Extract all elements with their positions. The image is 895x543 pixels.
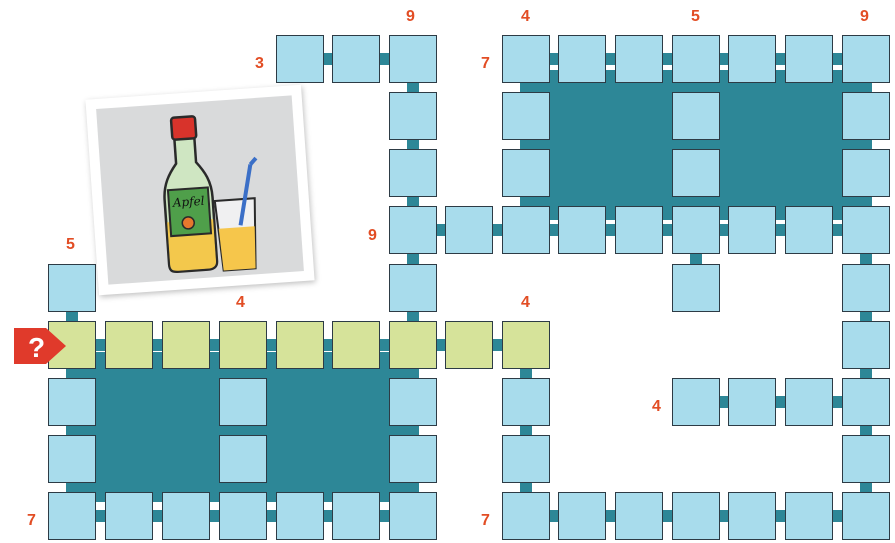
crossword-cell[interactable] [842, 92, 890, 140]
crossword-cell[interactable] [389, 378, 437, 426]
crossword-cell[interactable] [502, 378, 550, 426]
crossword-cell[interactable] [785, 378, 833, 426]
crossword-cell[interactable] [672, 35, 720, 83]
answer-cell-highlighted[interactable] [502, 321, 550, 369]
crossword-cell[interactable] [842, 378, 890, 426]
crossword-cell[interactable] [276, 492, 324, 540]
crossword-cell[interactable] [785, 492, 833, 540]
crossword-cell[interactable] [276, 35, 324, 83]
bottle-label-text: Apfel [171, 194, 205, 210]
picture-clue-image: Apfel [96, 95, 304, 284]
crossword-cell[interactable] [502, 435, 550, 483]
clue-number: 7 [481, 55, 490, 73]
clue-number: 4 [236, 294, 245, 312]
clue-number: 5 [691, 8, 700, 26]
crossword-cell[interactable] [842, 149, 890, 197]
crossword-cell[interactable] [558, 35, 606, 83]
clue-number: 4 [521, 294, 530, 312]
crossword-cell[interactable] [502, 492, 550, 540]
question-marker-label: ? [28, 332, 45, 363]
answer-cell-highlighted[interactable] [332, 321, 380, 369]
crossword-cell[interactable] [48, 378, 96, 426]
clue-number: 9 [368, 227, 377, 245]
clue-number: 7 [481, 512, 490, 530]
crossword-cell[interactable] [615, 35, 663, 83]
crossword-cell[interactable] [162, 492, 210, 540]
crossword-cell[interactable] [728, 35, 776, 83]
crossword-cell[interactable] [389, 435, 437, 483]
crossword-cell[interactable] [219, 378, 267, 426]
crossword-cell[interactable] [389, 206, 437, 254]
crossword-cell[interactable] [785, 206, 833, 254]
crossword-cell[interactable] [389, 92, 437, 140]
crossword-cell[interactable] [842, 35, 890, 83]
apple-juice-bottle-and-glass-icon: Apfel [96, 95, 304, 284]
crossword-cell[interactable] [672, 149, 720, 197]
clue-number: 3 [255, 55, 264, 73]
clue-number: 4 [652, 398, 661, 416]
crossword-cell[interactable] [332, 35, 380, 83]
crossword-cell[interactable] [389, 492, 437, 540]
crossword-cell[interactable] [672, 492, 720, 540]
crossword-cell[interactable] [48, 492, 96, 540]
crossword-cell[interactable] [842, 492, 890, 540]
crossword-cell[interactable] [389, 35, 437, 83]
answer-cell-highlighted[interactable] [445, 321, 493, 369]
clue-number: 4 [521, 8, 530, 26]
crossword-cell[interactable] [615, 206, 663, 254]
picture-clue-card: Apfel [85, 85, 314, 296]
crossword-cell[interactable] [502, 35, 550, 83]
crossword-cell[interactable] [48, 264, 96, 312]
crossword-cell[interactable] [615, 492, 663, 540]
clue-number: 9 [860, 8, 869, 26]
question-marker-icon: ? [14, 326, 66, 366]
crossword-cell[interactable] [558, 492, 606, 540]
crossword-cell[interactable] [558, 206, 606, 254]
crossword-cell[interactable] [445, 206, 493, 254]
crossword-cell[interactable] [389, 264, 437, 312]
answer-cell-highlighted[interactable] [219, 321, 267, 369]
crossword-cell[interactable] [728, 492, 776, 540]
crossword-cell[interactable] [105, 492, 153, 540]
crossword-cell[interactable] [502, 149, 550, 197]
crossword-cell[interactable] [842, 264, 890, 312]
answer-cell-highlighted[interactable] [389, 321, 437, 369]
crossword-cell[interactable] [672, 206, 720, 254]
clue-number: 5 [66, 236, 75, 254]
crossword-cell[interactable] [672, 92, 720, 140]
crossword-cell[interactable] [728, 378, 776, 426]
crossword-cell[interactable] [842, 206, 890, 254]
clue-number: 9 [406, 8, 415, 26]
crossword-cell[interactable] [785, 35, 833, 83]
crossword-cell[interactable] [332, 492, 380, 540]
crossword-cell[interactable] [502, 92, 550, 140]
crossword-cell[interactable] [219, 492, 267, 540]
crossword-cell[interactable] [672, 378, 720, 426]
answer-cell-highlighted[interactable] [162, 321, 210, 369]
crossword-cell[interactable] [219, 435, 267, 483]
answer-cell-highlighted[interactable] [276, 321, 324, 369]
crossword-cell[interactable] [672, 264, 720, 312]
answer-cell-highlighted[interactable] [105, 321, 153, 369]
crossword-cell[interactable] [842, 321, 890, 369]
crossword-cell[interactable] [728, 206, 776, 254]
crossword-cell[interactable] [48, 435, 96, 483]
clue-number: 7 [27, 512, 36, 530]
crossword-cell[interactable] [502, 206, 550, 254]
crossword-cell[interactable] [842, 435, 890, 483]
crossword-cell[interactable] [389, 149, 437, 197]
